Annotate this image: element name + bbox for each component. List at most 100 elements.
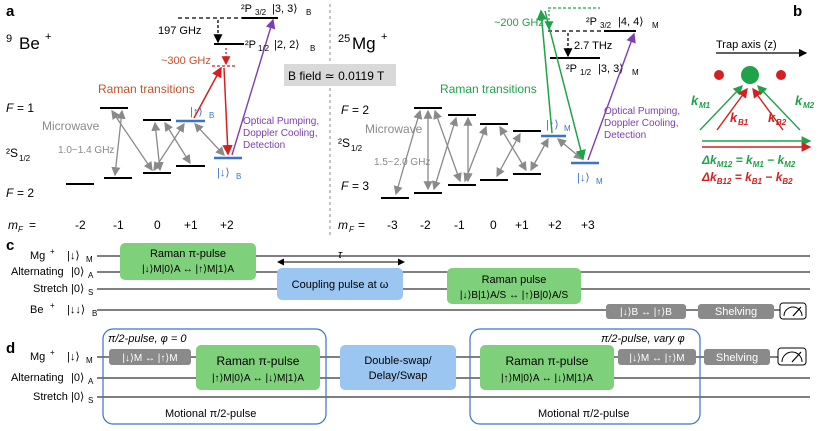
mg-detuning-label: ~200 GHz [494,17,544,29]
svg-text:k: k [768,110,776,125]
be-mf-axis: m F = -2 -1 0 +1 +2 [8,218,234,234]
svg-text:M: M [86,255,93,264]
be-raman-label: Raman transitions [98,82,195,96]
be-ion-dot [714,70,724,80]
mg-mw-freq: 1.5~2.0 GHz [374,157,430,168]
d-half-pulse-left: π/2-pulse, φ = 0 [108,333,187,345]
panel-d-label: d [6,340,15,357]
svg-text:+: + [50,247,55,256]
svg-text:1/2: 1/2 [580,68,592,77]
mg-ion-title: 25 Mg + [338,31,387,53]
svg-text:|0⟩: |0⟩ [71,266,84,278]
svg-text:= 1: = 1 [17,101,34,115]
be-detuning-label: ~300 GHz [161,55,211,67]
svg-text:=: = [29,218,36,232]
mg-ion-dot [741,66,759,84]
svg-text:9: 9 [6,33,12,45]
c-shelving-label: Shelving [715,306,757,318]
k-b1-arrow [716,87,748,131]
svg-text:Stretch: Stretch [33,283,68,295]
mg-microwave-label: Microwave [365,122,423,136]
svg-text:B: B [306,8,311,17]
svg-text:k: k [730,110,738,125]
d-shelving-label: Shelving [716,352,758,364]
svg-text:|3, 3⟩: |3, 3⟩ [598,63,624,75]
c-raman-pulse [447,268,581,304]
svg-text:Detection: Detection [604,130,646,141]
svg-text:Be: Be [19,34,40,53]
c-shelving [698,304,774,319]
be-optical-arrow [231,18,276,156]
mg-down-ket: |↓⟩ [577,172,590,184]
be-up-ket: |↑⟩ [190,106,203,118]
mg-up-sub: M [564,124,571,133]
k-b2-arrow [752,87,784,131]
svg-text:|0⟩: |0⟩ [71,391,84,403]
panel-c-label: c [6,237,14,254]
c-raman-pi-pulse [120,243,256,280]
svg-text:k: k [795,93,803,108]
svg-text:1/2: 1/2 [19,154,31,163]
mg-down-sub: M [596,177,603,186]
mg-f3-levels [381,173,541,199]
svg-text:=: = [358,218,365,232]
mg-microwave-arrows [393,109,583,196]
d-raman-left-sub: |↑⟩M|0⟩A ↔ |↓⟩M|1⟩A [212,373,304,384]
svg-text:M: M [632,68,639,77]
mg-raman-up [536,9,553,134]
svg-text:²P: ²P [241,3,252,15]
c-measure-icon [779,302,807,320]
mg-optical-label: Optical Pumping, Doppler Cooling, Detect… [604,106,680,141]
svg-text:²P: ²P [566,63,577,75]
panel-c-rows: Mg+ |↓⟩M Alternating |0⟩A Stretch |0⟩S B… [11,247,97,318]
be-ion-title: 9 Be + [6,31,51,53]
mg-f3-label: F = 3 [341,179,369,193]
svg-text:+: + [381,31,387,43]
be-p12-label: ²P 1/2 |2, 2⟩ B [245,39,315,53]
c-raman-sub: |↓⟩B|1⟩A/S ↔ |↑⟩B|0⟩A/S [460,290,569,301]
d-motional-box-right [469,328,701,425]
trap-axis-label: Trap axis (z) [716,39,777,51]
panel-d-rows: Mg+ |↓⟩M Alternating |0⟩A Stretch |0⟩S [11,348,94,405]
svg-text:m: m [8,218,18,232]
d-shelving [704,349,770,365]
svg-text:3/2: 3/2 [600,21,612,30]
svg-text:M: M [652,21,659,30]
tau-label: τ [338,249,343,261]
mg-mf-tick: -1 [454,218,465,232]
mg-f2-levels [414,107,566,137]
mg-mf-tick: +2 [548,218,562,232]
svg-text:1/2: 1/2 [351,144,363,153]
svg-text:M2: M2 [803,101,815,110]
svg-text:Alternating: Alternating [11,266,64,278]
c-raman-pi-sub: |↓⟩M|0⟩A ↔ |↑⟩M|1⟩A [142,264,234,275]
mg-mf-tick: -2 [420,218,431,232]
svg-text:A: A [88,377,94,386]
svg-text:²S: ²S [338,136,350,150]
be-p32-label: ²P 3/2 |3, 3⟩ B [241,3,311,17]
d-raman-right-sub: |↑⟩M|0⟩A ↔ |↓⟩M|1⟩A [501,373,593,384]
c-be-flip [606,304,686,319]
svg-text:Optical Pumping,: Optical Pumping, [243,116,319,127]
svg-text:Optical Pumping,: Optical Pumping, [604,106,680,117]
delta-kb-equation: ΔkB12 = kB1 − kB2 [701,170,793,186]
svg-text:m: m [338,218,348,232]
svg-text:F: F [349,225,355,234]
svg-text:F: F [341,103,349,117]
d-motional-left-label: Motional π/2-pulse [165,408,256,420]
be-f1-label: F = 1 [6,101,34,115]
svg-text:|3, 3⟩: |3, 3⟩ [272,3,298,15]
svg-text:|2, 2⟩: |2, 2⟩ [274,39,300,51]
mg-mf-tick: 0 [490,218,497,232]
be-raman-up [193,66,222,119]
svg-text:B2: B2 [776,118,787,127]
be-mf-tick: +2 [220,218,234,232]
c-raman-pi-title: Raman π-pulse [150,248,226,260]
svg-text:B1: B1 [738,118,749,127]
svg-text:F: F [6,101,14,115]
be-f2-label: F = 2 [6,186,34,200]
